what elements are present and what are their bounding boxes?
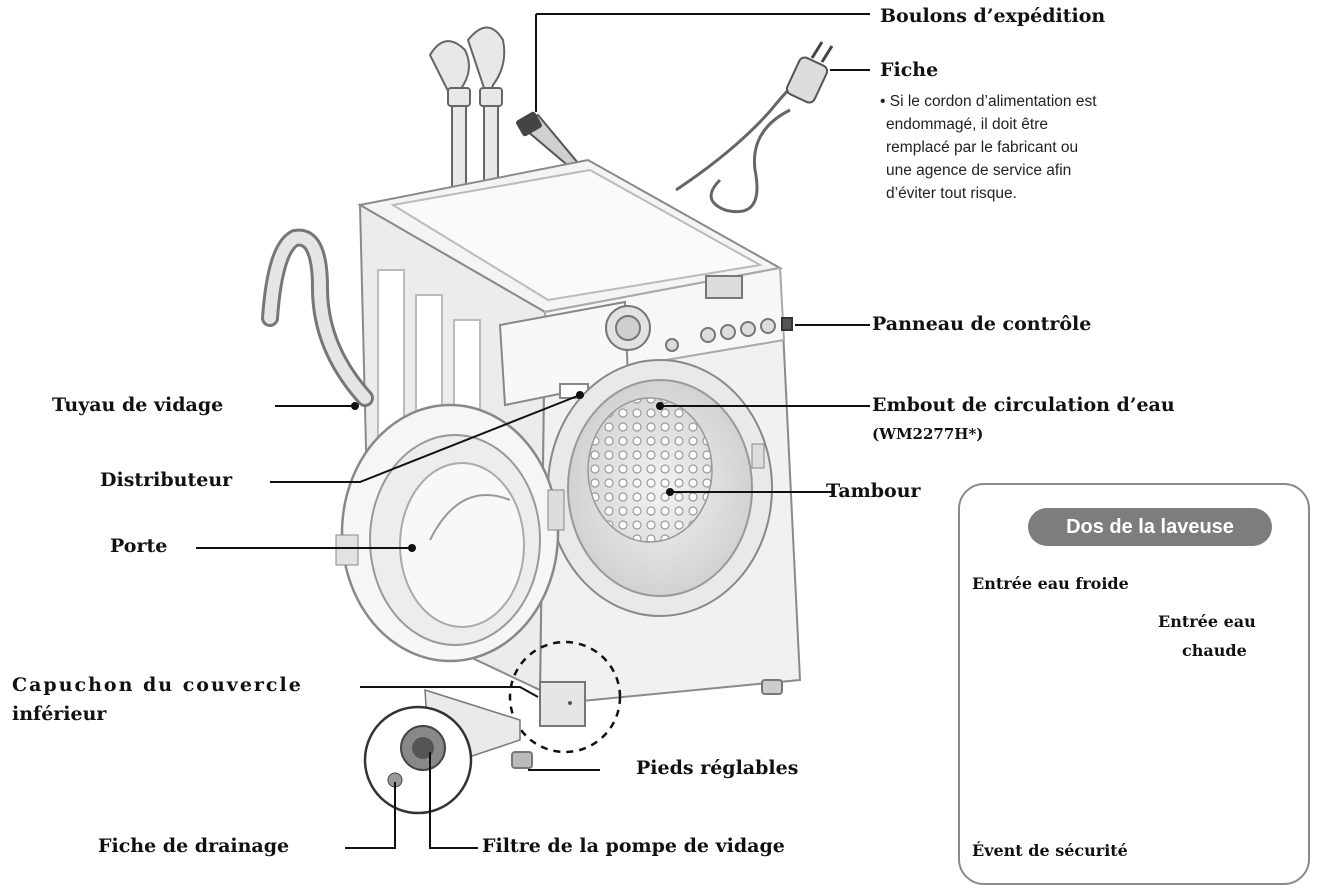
label-dispenser: Distributeur [100, 469, 233, 491]
label-shipping-bolts: Boulons d’expédition [880, 5, 1106, 27]
label-leveling-feet: Pieds réglables [636, 757, 799, 779]
lower-cover-cap [508, 640, 622, 754]
pump-filter-detail [363, 688, 521, 815]
plug-note-line: d’éviter tout risque. [886, 185, 1017, 202]
label-drum: Tambour [826, 480, 921, 502]
label-cold-inlet: Entrée eau froide [972, 574, 1129, 593]
power-plug-icon [675, 41, 870, 213]
leader-lines [196, 324, 870, 849]
label-drain-hose: Tuyau de vidage [52, 394, 224, 416]
label-lower-cover-cap: Capuchon du couvercle [12, 674, 303, 696]
plug-note-line: endommagé, il doit être [886, 116, 1048, 133]
label-control-panel: Panneau de contrôle [872, 313, 1092, 335]
water-inlet-hoses [428, 26, 506, 191]
plug-note-line: remplacé par le fabricant ou [886, 139, 1079, 156]
door [335, 403, 565, 663]
label-safety-vent: Évent de sécurité [972, 841, 1128, 860]
label-drain-pump-filter: Filtre de la pompe de vidage [482, 835, 785, 857]
drain-hose [261, 228, 374, 407]
plug-note: • Si le cordon d’alimentation est endomm… [880, 90, 1097, 205]
label-hot-inlet-2: chaude [1182, 641, 1247, 660]
label-hot-inlet: Entrée eau [1158, 612, 1256, 631]
label-water-nozzle-model: (WM2277H*) [872, 425, 984, 443]
washer-back-panel [958, 483, 1310, 885]
drum-area [547, 359, 773, 617]
label-plug: Fiche [880, 59, 939, 81]
leader-dots [351, 391, 674, 552]
label-door: Porte [110, 535, 168, 557]
plug-note-line: une agence de service afin [886, 162, 1072, 179]
label-drain-plug: Fiche de drainage [98, 835, 290, 857]
label-lower-cover-cap-2: inférieur [12, 703, 107, 725]
inset-title: Dos de la laveuse [1028, 508, 1272, 546]
label-water-nozzle: Embout de circulation d’eau [872, 394, 1175, 416]
plug-note-line: • Si le cordon d’alimentation est [880, 93, 1097, 110]
